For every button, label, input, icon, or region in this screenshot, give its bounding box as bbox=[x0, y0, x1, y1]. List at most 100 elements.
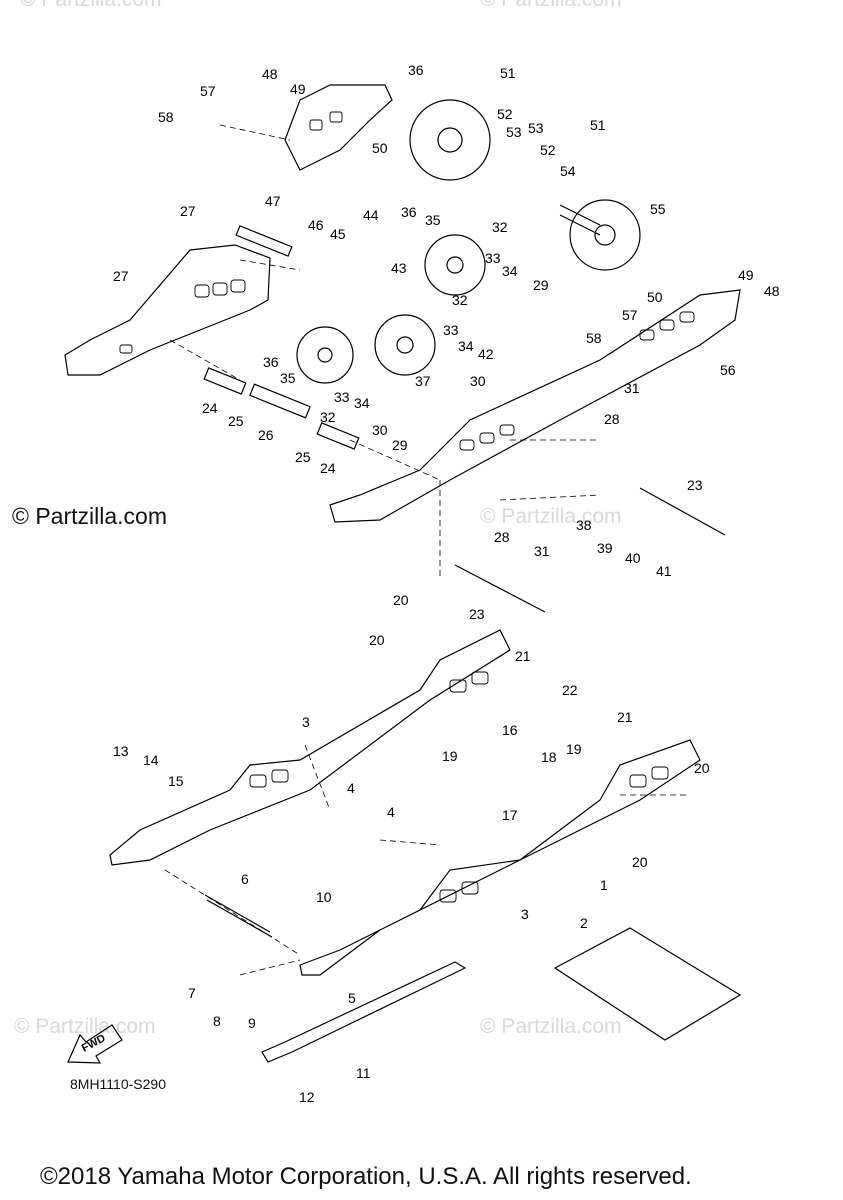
callout-label: 4 bbox=[347, 780, 355, 796]
callout-label: 12 bbox=[299, 1089, 315, 1105]
watermark: © Partzilla.com bbox=[480, 0, 622, 12]
callout-label: 31 bbox=[624, 380, 640, 396]
callout-label: 26 bbox=[258, 427, 274, 443]
callout-label: 34 bbox=[354, 395, 370, 411]
callout-label: 6 bbox=[241, 871, 249, 887]
callout-label: 9 bbox=[248, 1015, 256, 1031]
callout-label: 45 bbox=[330, 226, 346, 242]
callout-label: 58 bbox=[586, 330, 602, 346]
shaft-24 bbox=[203, 367, 247, 395]
upper-frame-top bbox=[284, 84, 393, 171]
slide-runner bbox=[261, 961, 467, 1063]
callout-label: 15 bbox=[168, 773, 184, 789]
callout-label: 56 bbox=[720, 362, 736, 378]
callout-label: 55 bbox=[650, 201, 666, 217]
idler-wheel bbox=[296, 326, 354, 384]
copyright-left: © Partzilla.com bbox=[12, 503, 167, 529]
callout-label: 40 bbox=[625, 550, 641, 566]
callout-label: 47 bbox=[265, 193, 281, 209]
callout-label: 32 bbox=[320, 409, 336, 425]
callout-label: 43 bbox=[391, 260, 407, 276]
rear-axle bbox=[559, 204, 601, 236]
watermark: © Partzilla.com bbox=[14, 1015, 156, 1038]
callout-label: 54 bbox=[560, 163, 576, 179]
callout-label: 3 bbox=[302, 714, 310, 730]
watermark: © Partzilla.com bbox=[480, 505, 622, 528]
callout-label: 29 bbox=[533, 277, 549, 293]
callout-label: 30 bbox=[470, 373, 486, 389]
callout-label: 21 bbox=[617, 709, 633, 725]
callout-label: 33 bbox=[443, 322, 459, 338]
diagram-code: 8MH1110-S290 bbox=[70, 1076, 166, 1092]
callout-label: 18 bbox=[541, 749, 557, 765]
callout-label: 24 bbox=[320, 460, 336, 476]
callout-label: 52 bbox=[497, 106, 513, 122]
callout-label: 31 bbox=[534, 543, 550, 559]
callout-label: 2 bbox=[580, 915, 588, 931]
callout-label: 57 bbox=[622, 307, 638, 323]
callout-label: 53 bbox=[506, 124, 522, 140]
callout-label: 19 bbox=[566, 741, 582, 757]
callout-label: 53 bbox=[528, 120, 544, 136]
callout-label: 36 bbox=[408, 62, 424, 78]
fwd-arrow bbox=[67, 1024, 123, 1064]
idler-wheel bbox=[374, 314, 436, 376]
callout-label: 21 bbox=[515, 648, 531, 664]
lower-rail-left bbox=[109, 629, 511, 866]
callout-label: 1 bbox=[600, 877, 608, 893]
bolt-23 bbox=[454, 564, 546, 613]
callout-label: 35 bbox=[280, 370, 296, 386]
callout-label: 25 bbox=[295, 449, 311, 465]
callout-label: 7 bbox=[188, 985, 196, 1001]
callout-label: 50 bbox=[372, 140, 388, 156]
upper-frame-left bbox=[64, 244, 271, 376]
callout-label: 38 bbox=[576, 517, 592, 533]
callout-label: 28 bbox=[604, 411, 620, 427]
callout-label: 39 bbox=[597, 540, 613, 556]
callout-label: 23 bbox=[687, 477, 703, 493]
callout-label: 10 bbox=[316, 889, 332, 905]
callout-label: 17 bbox=[502, 807, 518, 823]
callout-label: 35 bbox=[425, 212, 441, 228]
callout-label: 30 bbox=[372, 422, 388, 438]
callout-label: 49 bbox=[290, 81, 306, 97]
callout-label: 32 bbox=[492, 219, 508, 235]
callout-label: 41 bbox=[656, 563, 672, 579]
callout-label: 5 bbox=[348, 990, 356, 1006]
callout-label: 27 bbox=[113, 268, 129, 284]
callout-label: 11 bbox=[356, 1065, 371, 1081]
callout-label: 48 bbox=[764, 283, 780, 299]
callout-label: 37 bbox=[415, 373, 431, 389]
watermark: © Partzilla.com bbox=[480, 1015, 622, 1038]
callout-label: 20 bbox=[694, 760, 710, 776]
track-clips bbox=[553, 927, 742, 1041]
callout-label: 19 bbox=[442, 748, 458, 764]
callout-label: 16 bbox=[502, 722, 518, 738]
callout-label: 4 bbox=[387, 804, 395, 820]
callout-label: 49 bbox=[738, 267, 754, 283]
callout-label: 27 bbox=[180, 203, 196, 219]
callout-label: 33 bbox=[334, 389, 350, 405]
callout-label: 25 bbox=[228, 413, 244, 429]
callout-label: 34 bbox=[458, 338, 474, 354]
callout-label: 51 bbox=[500, 65, 516, 81]
bolt-23 bbox=[639, 487, 726, 536]
callout-label: 57 bbox=[200, 83, 216, 99]
callout-label: 32 bbox=[452, 292, 468, 308]
callout-label: 58 bbox=[158, 109, 174, 125]
callout-label: 50 bbox=[647, 289, 663, 305]
shaft-24b bbox=[316, 422, 360, 450]
callout-label: 23 bbox=[469, 606, 485, 622]
shaft-47 bbox=[235, 225, 293, 257]
callout-label: 20 bbox=[369, 632, 385, 648]
callout-label: 28 bbox=[494, 529, 510, 545]
callout-label: 13 bbox=[113, 743, 129, 759]
callout-label: 29 bbox=[392, 437, 408, 453]
callout-label: 20 bbox=[393, 592, 409, 608]
callout-label: 42 bbox=[478, 346, 494, 362]
callout-label: 33 bbox=[485, 250, 501, 266]
idler-wheel bbox=[569, 199, 641, 271]
lower-rail-right bbox=[299, 739, 701, 976]
callout-label: 46 bbox=[308, 217, 324, 233]
